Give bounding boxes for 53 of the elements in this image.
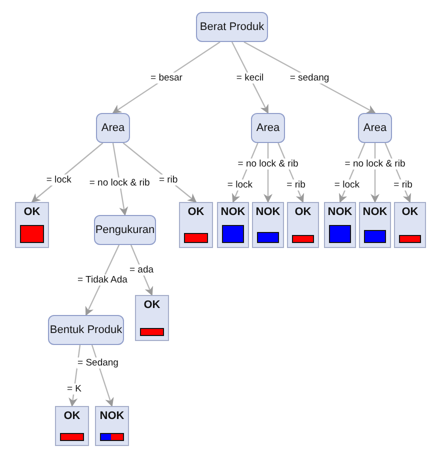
node-label: OK bbox=[294, 206, 312, 218]
decision-node bbox=[196, 12, 268, 42]
edge-label: = no lock & rib bbox=[88, 177, 151, 188]
leaf-node bbox=[135, 295, 169, 341]
decision-node bbox=[48, 315, 124, 345]
edge-label: = no lock & rib bbox=[344, 158, 406, 170]
leaf-node bbox=[15, 202, 49, 248]
arrow bbox=[85, 244, 120, 316]
edge-label: = lock bbox=[45, 174, 72, 186]
leaf-node bbox=[394, 202, 426, 248]
leaf-node bbox=[324, 202, 356, 248]
decision-node bbox=[251, 113, 285, 143]
edge-label: = ada bbox=[128, 264, 155, 276]
decision-node bbox=[96, 113, 130, 143]
leaf-node bbox=[95, 406, 129, 446]
leaf-node bbox=[287, 202, 319, 248]
node-label: Area bbox=[256, 122, 280, 134]
decision-node bbox=[94, 215, 156, 245]
edge-label: = lock bbox=[333, 180, 360, 191]
node-label: NOK bbox=[362, 206, 388, 218]
edge-label: = kecil bbox=[235, 72, 265, 83]
node-label: Bentuk Produk bbox=[50, 324, 122, 336]
node-label: NOK bbox=[254, 206, 282, 218]
edge-label: = rib bbox=[392, 180, 414, 191]
decision-node bbox=[358, 113, 392, 143]
edge-label: = no lock & rib bbox=[236, 158, 300, 170]
arrow bbox=[112, 142, 128, 216]
leaf-node bbox=[252, 202, 284, 248]
edge-label: = rib bbox=[158, 174, 179, 186]
edge-label: = rib bbox=[286, 180, 306, 191]
edge-label: = Sedang bbox=[76, 358, 120, 369]
node-label: OK bbox=[62, 410, 82, 422]
node-label: OK bbox=[400, 206, 420, 218]
node-label: OK bbox=[142, 299, 162, 311]
edge-label: = sedang bbox=[288, 72, 330, 83]
node-label: NOK bbox=[98, 410, 126, 422]
node-label: NOK bbox=[326, 206, 354, 218]
edge-label: = besar bbox=[150, 72, 184, 83]
node-label: Pengukuran bbox=[95, 224, 155, 236]
arrow bbox=[122, 142, 197, 203]
leaf-node bbox=[179, 202, 213, 248]
node-label: Area bbox=[101, 122, 125, 134]
leaf-node bbox=[359, 202, 391, 248]
leaf-node bbox=[55, 406, 89, 446]
leaf-node bbox=[217, 202, 249, 248]
node-label: Area bbox=[363, 122, 387, 134]
node-label: NOK bbox=[220, 206, 246, 218]
edge-label: = lock bbox=[226, 180, 254, 191]
edge-label: = Tidak Ada bbox=[76, 274, 128, 286]
node-label: OK bbox=[22, 206, 42, 218]
node-label: Berat Produk bbox=[200, 21, 264, 33]
node-label: OK bbox=[186, 206, 206, 218]
edge-label: = K bbox=[66, 383, 82, 394]
